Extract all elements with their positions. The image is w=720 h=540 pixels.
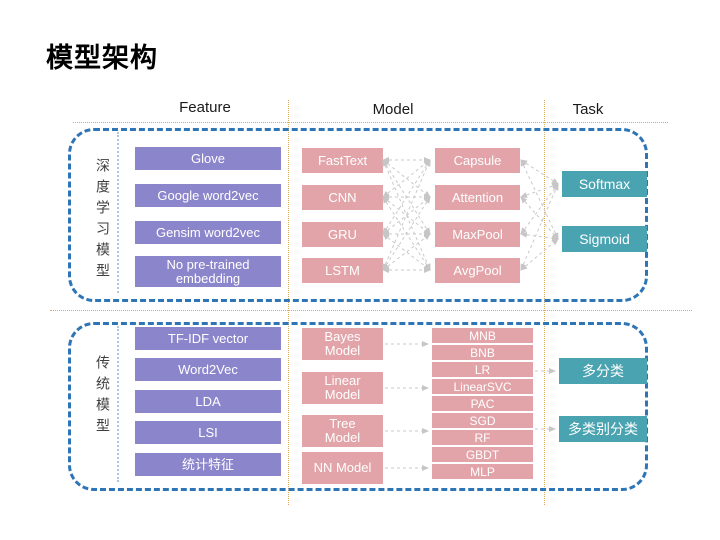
divider-horizontal-top [73, 122, 668, 123]
feature-box: Gensim word2vec [135, 221, 281, 244]
divider-horizontal-middle [50, 310, 692, 311]
column-header-task: Task [572, 101, 604, 118]
model-group-box: NN Model [302, 452, 383, 484]
model-box: GRU [302, 222, 383, 247]
traditional-section-border [68, 322, 648, 491]
feature-box: No pre-trained embedding [135, 256, 281, 287]
algorithm-box: LR [432, 362, 533, 377]
deep-section-label: 深度学习模型 [95, 158, 111, 284]
task-box: Softmax [562, 171, 647, 197]
feature-box: TF-IDF vector [135, 327, 281, 350]
feature-box: LDA [135, 390, 281, 413]
algorithm-box: PAC [432, 396, 533, 411]
traditional-section-label: 传统模型 [95, 355, 111, 439]
task-box: 多分类 [559, 358, 647, 384]
traditional-label-separator [117, 326, 119, 482]
column-header-model: Model [372, 101, 414, 118]
deep-label-separator [117, 132, 119, 293]
divider-vertical-model-task [544, 100, 545, 505]
feature-box: Word2Vec [135, 358, 281, 381]
model-box: CNN [302, 185, 383, 210]
model-box: MaxPool [435, 222, 520, 247]
model-box: LSTM [302, 258, 383, 283]
page-title: 模型架构 [46, 43, 158, 73]
deep-learning-section-border [68, 128, 648, 302]
model-box: AvgPool [435, 258, 520, 283]
algorithm-box: GBDT [432, 447, 533, 462]
feature-box: LSI [135, 421, 281, 444]
algorithm-box: SGD [432, 413, 533, 428]
model-box: Capsule [435, 148, 520, 173]
model-box: Attention [435, 185, 520, 210]
column-header-feature: Feature [179, 99, 231, 116]
model-group-box: Tree Model [302, 415, 383, 447]
algorithm-box: MNB [432, 328, 533, 343]
algorithm-box: LinearSVC [432, 379, 533, 394]
model-group-box: Bayes Model [302, 328, 383, 360]
model-group-box: Linear Model [302, 372, 383, 404]
task-box: 多类别分类 [559, 416, 647, 442]
task-box: Sigmoid [562, 226, 647, 252]
feature-box: Glove [135, 147, 281, 170]
model-box: FastText [302, 148, 383, 173]
algorithm-box: RF [432, 430, 533, 445]
algorithm-box: BNB [432, 345, 533, 360]
feature-box: Google word2vec [135, 184, 281, 207]
divider-vertical-feature-model [288, 100, 289, 505]
feature-box: 统计特征 [135, 453, 281, 476]
algorithm-box: MLP [432, 464, 533, 479]
